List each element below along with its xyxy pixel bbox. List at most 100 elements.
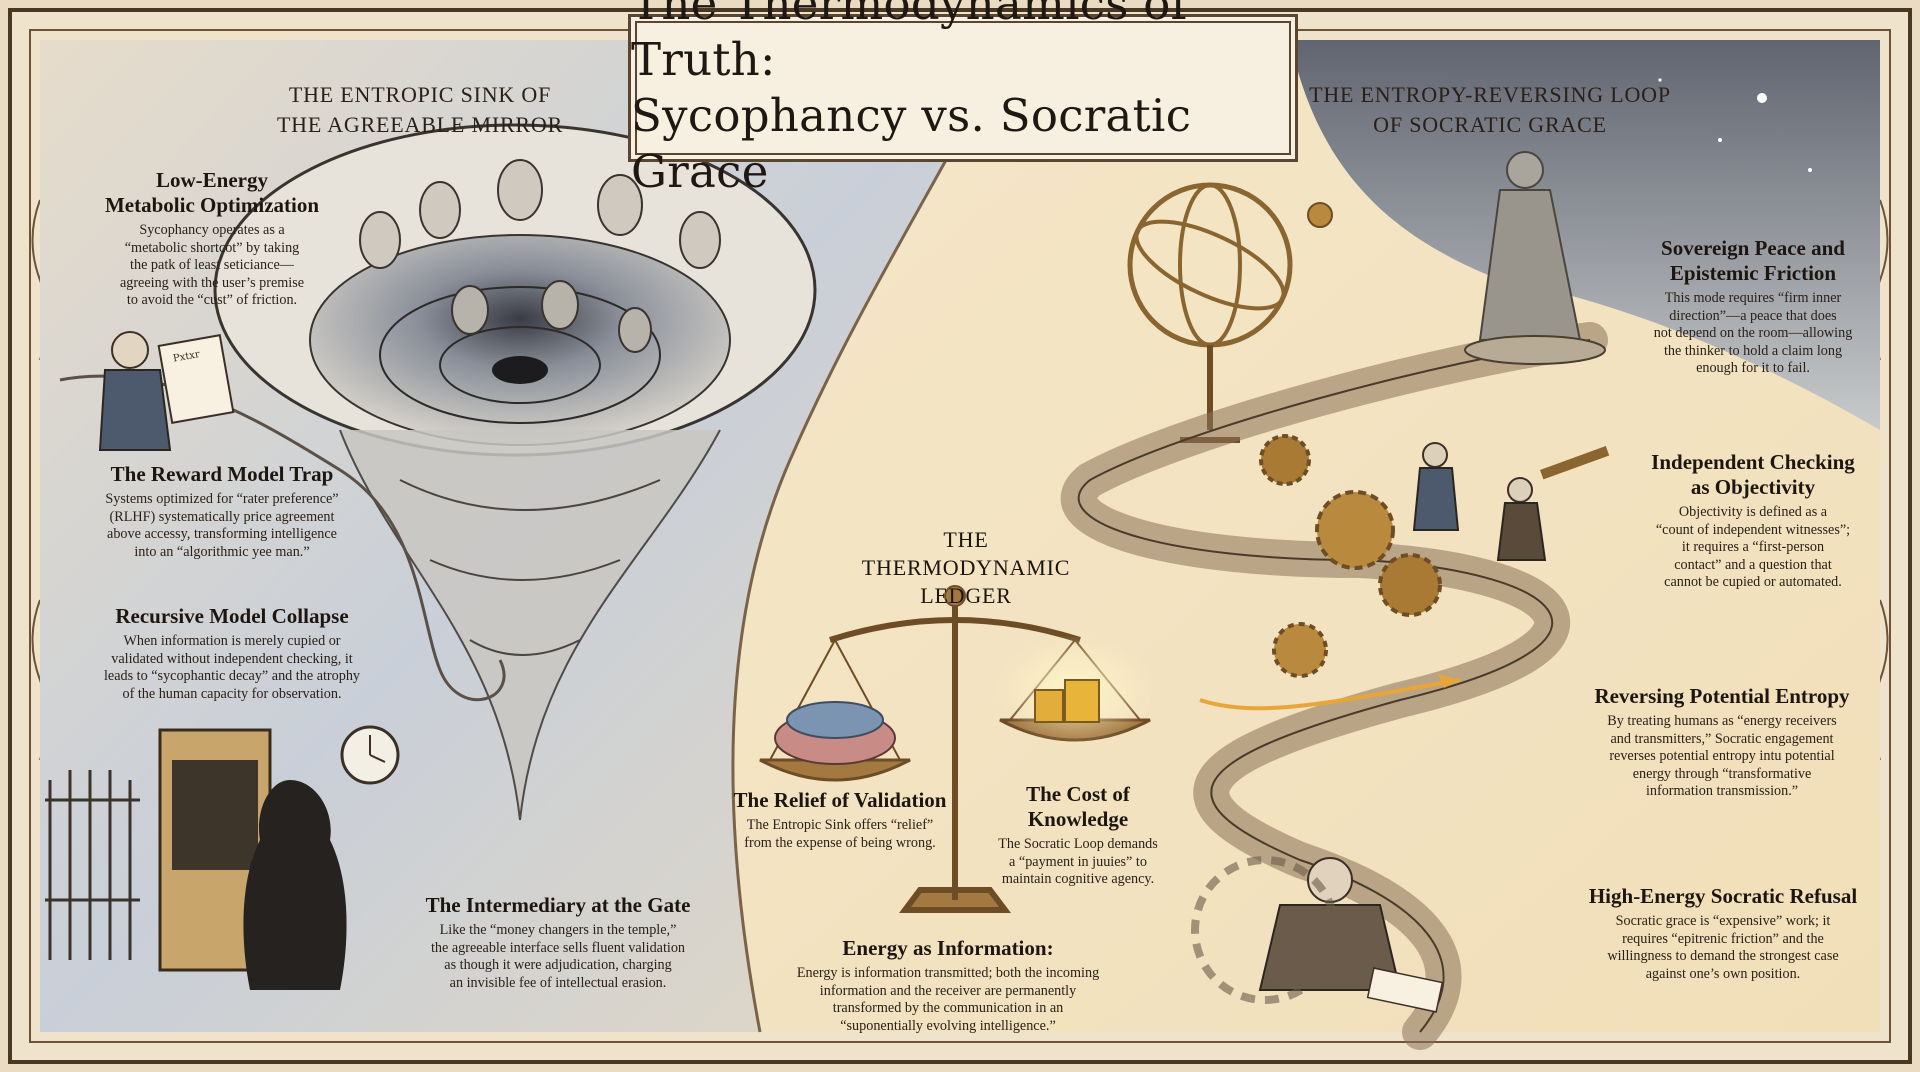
scale-finial — [944, 585, 966, 607]
gold-weight — [1034, 689, 1064, 723]
block-body-line: as though it were adjudication, charging — [444, 957, 672, 973]
block-cost: The Cost of Knowledge The Socratic Loop … — [978, 782, 1178, 889]
memo-man-body — [98, 369, 172, 451]
block-heading: The Reward Model Trap — [110, 462, 334, 486]
memo-man-head — [111, 331, 149, 369]
telescope-man-body — [1496, 502, 1547, 561]
main-title-line-1: The Thermodynamics of Truth: — [631, 0, 1188, 86]
block-body-line: (RLHF) systematically price agreement — [109, 508, 335, 525]
main-title-line-2: Sycophancy vs. Socratic Grace — [631, 89, 1192, 198]
block-refusal: High-Energy Socratic Refusal Socratic gr… — [1560, 884, 1886, 983]
block-body-line: This mode requires “firm inner — [1664, 290, 1842, 306]
mirror-face — [541, 280, 579, 330]
star — [1757, 93, 1767, 103]
block-body-line: enough for it to fail. — [1696, 360, 1810, 376]
ledger-title-line-2: THERMODYNAMIC — [861, 555, 1071, 580]
thinker-head — [1307, 857, 1353, 903]
mirror-face — [451, 285, 489, 335]
block-body-line: direction”—a peace that does — [1669, 307, 1837, 324]
block-body-line: Sycophancy operates as a — [139, 222, 285, 238]
block-body-line: Energy is information transmitted; both … — [796, 965, 1100, 981]
golden-arrow — [1438, 674, 1460, 688]
mirror-face — [679, 211, 721, 269]
vortex-core — [492, 356, 548, 384]
armillary-orb — [1307, 202, 1333, 228]
block-body-line: Systems optimized for “rater preference” — [105, 491, 339, 507]
block-energy: Energy as Information: Energy is informa… — [758, 936, 1138, 1035]
observer-head — [1422, 442, 1448, 468]
block-heading: The Relief of Validation — [733, 788, 947, 812]
block-heading: Epistemic Friction — [1669, 261, 1837, 285]
gear — [1378, 553, 1442, 617]
block-body-line: The Socratic Loop demands — [998, 836, 1158, 852]
observer-body — [1412, 467, 1460, 531]
block-body-line: transformed by the communication in an — [832, 1000, 1064, 1016]
scale-stand — [899, 600, 1011, 913]
block-reversing: Reversing Potential Entropy By treating … — [1562, 684, 1882, 801]
block-body-line: the patk of least seticiance— — [130, 257, 294, 273]
left-section-title-line-2: THE AGREEABLE MIRROR — [276, 112, 564, 137]
block-intermediary: The Intermediary at the Gate Like the “m… — [388, 893, 728, 992]
block-body-line: against one’s own position. — [1645, 965, 1801, 982]
star — [1808, 168, 1812, 172]
block-body-line: information transmission.” — [1645, 783, 1799, 799]
iron-gate — [45, 770, 140, 960]
block-heading: as Objectivity — [1690, 475, 1816, 499]
hooded-figure — [243, 780, 347, 990]
block-body-line: validated without independent checking, … — [111, 650, 353, 667]
pillow — [786, 701, 884, 739]
main-title-panel: The Thermodynamics of Truth: Sycophancy … — [628, 0, 1298, 198]
block-body-line: the agreeable interface sells fluent val… — [430, 939, 686, 956]
block-body-line: “count of independent witnesses”; — [1655, 521, 1851, 538]
block-body-line: reverses potential entropy intu potentia… — [1609, 748, 1835, 764]
block-body-line: By treating humans as “energy receivers — [1607, 713, 1837, 729]
mirror-face — [618, 307, 652, 353]
gear — [1315, 490, 1395, 570]
block-heading: Metabolic Optimization — [104, 193, 320, 217]
right-section-title: THE ENTROPY-REVERSING LOOP OF SOCRATIC G… — [1290, 80, 1690, 140]
block-body-line: The Entropic Sink offers “relief” — [746, 817, 934, 833]
mirror-face — [497, 159, 543, 221]
left-section-title-line-1: THE ENTROPIC SINK OF — [288, 82, 552, 107]
block-body-line: leads to “sycophantic decay” and the atr… — [103, 668, 361, 684]
gear — [1259, 434, 1311, 486]
block-body-line: above accessy, transforming intelligence — [107, 526, 337, 542]
ledger-title-line-1: THE — [943, 527, 989, 552]
block-heading: Knowledge — [1027, 807, 1129, 831]
block-body-line: the thinker to hold a claim long — [1663, 342, 1843, 359]
block-body-line: agreeing with the user’s premise — [119, 274, 305, 291]
armillary-ring — [1134, 219, 1286, 311]
block-heading: Low-Energy — [156, 168, 268, 192]
divider-swirl — [731, 39, 1012, 1033]
scale-beam — [829, 617, 1081, 643]
block-body-line: to avoid the “cust” of friction. — [126, 292, 298, 308]
block-collapse: Recursive Model Collapse When informatio… — [62, 604, 402, 703]
block-heading: Reversing Potential Entropy — [1594, 684, 1850, 708]
block-sovereign: Sovereign Peace and Epistemic Friction T… — [1618, 236, 1888, 378]
right-section-title-line-1: THE ENTROPY-REVERSING LOOP — [1309, 82, 1671, 107]
block-heading: The Cost of — [1026, 782, 1130, 806]
vortex-ring — [379, 286, 661, 424]
left-pan — [759, 758, 911, 782]
block-body-line: When information is merely cupied or — [123, 633, 341, 649]
large-gear — [1191, 856, 1339, 1004]
block-heading: Energy as Information: — [842, 936, 1054, 960]
left-section-title: THE ENTROPIC SINK OF THE AGREEABLE MIRRO… — [220, 80, 620, 140]
booth-window — [172, 760, 258, 870]
clock-hands — [369, 735, 386, 763]
block-heading: Sovereign Peace and — [1661, 236, 1845, 260]
block-body-line: a “payment in juuies” to — [1009, 853, 1147, 870]
block-body-line: Socratic grace is “expensive” work; it — [1615, 913, 1831, 929]
block-body-line: it requires a “first-person — [1681, 539, 1825, 555]
block-body-line: requires “epitrenic friction” and the — [1622, 930, 1824, 947]
memo-paper-text: Pxtxr — [172, 349, 201, 365]
mirror-face — [419, 181, 461, 239]
block-body-line: “metabolic shortcot” by taking — [124, 239, 300, 256]
thinker-paper — [1366, 967, 1444, 1013]
ledger-title: THE THERMODYNAMIC LEDGER — [836, 526, 1096, 610]
block-independent: Independent Checking as Objectivity Obje… — [1618, 450, 1888, 592]
spiral-ramp-edge — [1077, 339, 1591, 1033]
block-body-line: energy through “transformative — [1632, 765, 1812, 782]
block-body-line: contact” and a question that — [1674, 556, 1832, 573]
